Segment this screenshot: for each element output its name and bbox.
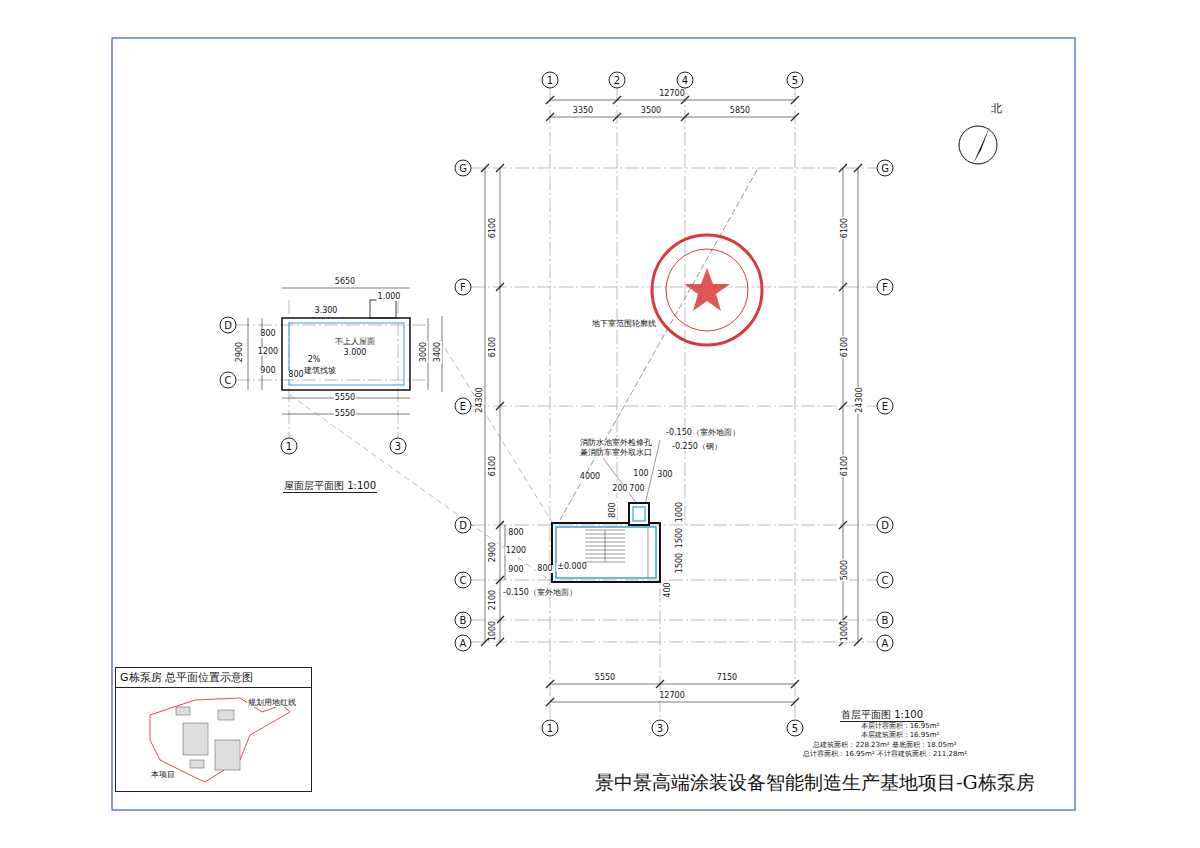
axis-bubble: B — [455, 612, 472, 629]
dimension-text: 800 — [259, 330, 276, 338]
dimension-text: 1000 — [489, 620, 497, 642]
note-text: 北 — [990, 103, 1003, 114]
axis-bubble: G — [455, 160, 472, 177]
dimension-text: 6100 — [841, 455, 849, 477]
dimension-text: 3350 — [572, 107, 594, 115]
axis-bubble: G — [877, 160, 894, 177]
dimension-text: 200 — [611, 485, 628, 493]
dimension-text: 400 — [664, 581, 672, 598]
dimension-text: 6100 — [841, 336, 849, 358]
dimension-text: 800 — [536, 565, 553, 573]
area-note: 本层建筑面积：16.95m² — [860, 732, 941, 739]
dimension-text: 700 — [628, 485, 645, 493]
dimension-text: 5000 — [841, 559, 849, 581]
note-text: 兼消防车室外取水口 — [579, 449, 653, 457]
axis-bubble: C — [455, 572, 472, 589]
dimension-text: 1200 — [505, 547, 527, 555]
plan-title: 首层平面图 1:100 — [840, 710, 924, 722]
note-text: 消防水池室外检修孔 — [579, 439, 653, 447]
note-text: 规划用地红线 — [247, 699, 297, 707]
plan-title: 屋面层平面图 1:100 — [283, 481, 377, 493]
axis-bubble: D — [455, 517, 472, 534]
axis-bubble: D — [877, 517, 894, 534]
dimension-text: 3500 — [640, 107, 662, 115]
dimension-text: 300 — [656, 471, 673, 479]
axis-bubble: B — [877, 612, 894, 629]
axis-bubble: C — [220, 372, 237, 389]
dimension-text: 1200 — [257, 348, 279, 356]
axis-bubble: C — [877, 572, 894, 589]
dimension-text: 3.300 — [314, 307, 339, 315]
dimension-text: 6100 — [489, 217, 497, 239]
axis-bubble: 3 — [652, 720, 669, 737]
note-text: -0.150（室外地面） — [502, 589, 578, 597]
axis-bubble: 1 — [542, 72, 559, 89]
dimension-text: ±0.000 — [556, 563, 588, 571]
axis-bubble: 1 — [281, 438, 298, 455]
area-note: 总建筑面积：228.23m² 基底面积：18.05m² — [812, 742, 957, 749]
dimension-text: 6100 — [489, 455, 497, 477]
axis-bubble: E — [455, 398, 472, 415]
dimension-text: 24300 — [856, 386, 864, 413]
dimension-text: 1000 — [676, 501, 684, 523]
dimension-text: 5550 — [334, 394, 356, 402]
axis-bubble: A — [455, 635, 472, 652]
dimension-text: 12700 — [658, 90, 685, 98]
dimension-text: 24300 — [476, 386, 484, 413]
note-text: 本项目 — [150, 771, 176, 779]
area-note: 本层计容面积：16.95m² — [860, 723, 941, 730]
axis-bubble: F — [877, 279, 894, 296]
axis-bubble: D — [220, 317, 237, 334]
dimension-text: 5550 — [594, 674, 616, 682]
axis-bubble: 5 — [787, 720, 804, 737]
note-text: 建筑找坡 — [303, 367, 337, 375]
dimension-text: 7150 — [716, 674, 738, 682]
dimension-text: 1000 — [841, 620, 849, 642]
dimension-text: 3.000 — [343, 349, 368, 357]
dimension-text: 1.000 — [377, 293, 402, 301]
dimension-text: 6100 — [841, 217, 849, 239]
dimension-text: 5650 — [334, 278, 356, 286]
dimension-text: 4000 — [579, 473, 601, 481]
dimension-text: 5550 — [334, 410, 356, 418]
axis-bubble: 3 — [390, 438, 407, 455]
dimension-text: 100 — [632, 470, 649, 478]
dimension-text: 800 — [287, 371, 304, 379]
dimension-text: 800 — [609, 501, 617, 518]
note-text: 地下室范围轮廓线 — [591, 320, 657, 328]
inset-panel: G栋泵房 总平面位置示意图 — [115, 667, 312, 792]
axis-bubble: E — [877, 398, 894, 415]
dimension-text: 3000 — [420, 341, 428, 363]
axis-bubble: 1 — [542, 720, 559, 737]
dimension-text: 6100 — [489, 336, 497, 358]
dimension-text: 1500 — [676, 527, 684, 549]
dimension-text: 900 — [507, 566, 524, 574]
sheet-title: 景中景高端涂装设备智能制造生产基地项目-G栋泵房 — [595, 770, 1035, 796]
axis-bubble: F — [455, 279, 472, 296]
dimension-text: 1500 — [676, 552, 684, 574]
dimension-text: 800 — [507, 529, 524, 537]
note-text: 不上人屋面 — [334, 338, 376, 346]
dimension-text: 3400 — [434, 341, 442, 363]
axis-bubble: 4 — [677, 72, 694, 89]
panel-heading: G栋泵房 总平面位置示意图 — [116, 668, 311, 688]
dimension-text: 2% — [307, 356, 322, 364]
dimension-text: 900 — [259, 367, 276, 375]
dimension-text: 5850 — [729, 107, 751, 115]
note-text: -0.250（钢） — [671, 443, 723, 451]
dimension-text: 2100 — [489, 589, 497, 611]
axis-bubble: A — [877, 635, 894, 652]
dimension-text: 2900 — [236, 341, 244, 363]
area-note: 总计容面积：16.95m² 不计容建筑面积：211.28m² — [802, 751, 968, 758]
axis-bubble: 5 — [787, 72, 804, 89]
note-text: -0.150（室外地面） — [665, 429, 741, 437]
axis-bubble: 2 — [609, 72, 626, 89]
dimension-text: 2900 — [489, 541, 497, 563]
dimension-text: 12700 — [658, 692, 685, 700]
